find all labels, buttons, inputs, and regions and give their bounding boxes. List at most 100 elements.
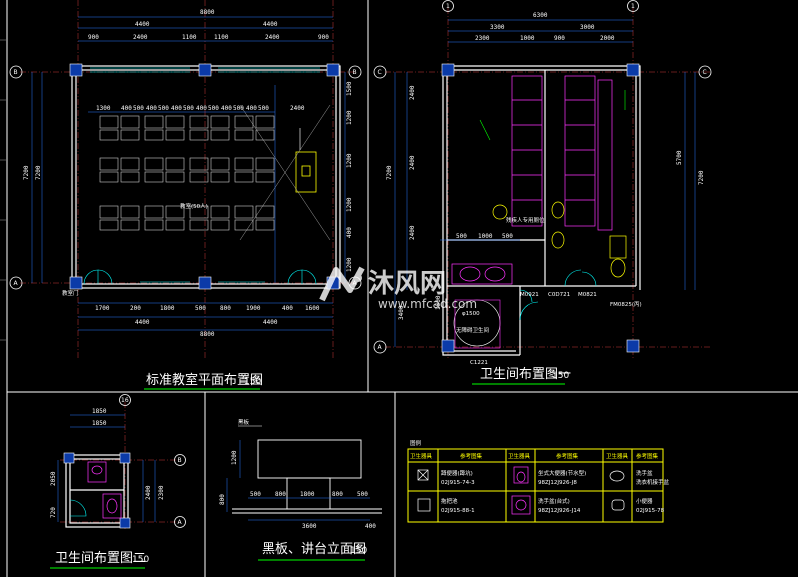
dim-total-top: 8800 (200, 9, 215, 16)
toilet1-left-3: 2400 (409, 225, 416, 240)
watermark-logo-icon (319, 266, 365, 302)
dim-row-10: 400 (221, 105, 232, 112)
dim-right-5: 400 (346, 227, 353, 238)
classroom-plan: 8800 4400 4400 900 2400 1100 1100 2400 9… (9, 0, 362, 390)
toilet2-left-dim-2: 720 (50, 507, 57, 518)
legend-symbol-sit-toilet-icon (513, 466, 529, 484)
legend-r1-c4: 98ZJ12J926-J8 (538, 480, 577, 486)
svg-text:C: C (378, 69, 382, 76)
elev-dim-4: 800 (332, 491, 343, 498)
toilet1-left-total: 7200 (386, 165, 393, 180)
dim-row-5: 500 (158, 105, 169, 112)
axis-b-toilet2: B (174, 454, 186, 466)
dim-row-8: 400 (196, 105, 207, 112)
toilet-plan-1: 1 1 C C A (373, 0, 712, 385)
blackboard-scale: 150 (350, 546, 367, 556)
dim-left-1: 7200 (23, 165, 30, 180)
blackboard-dimension-lines (226, 440, 370, 521)
elev-dim-2: 800 (275, 491, 286, 498)
axis-b-right: B (348, 65, 362, 79)
dim-desk: 2400 (290, 105, 305, 112)
frame-lines (6, 0, 798, 577)
classroom-plan-title: 标准教室平面布置图 (146, 372, 263, 388)
toilet2-door (69, 499, 87, 517)
toilet2-left-dim-1: 2050 (50, 471, 57, 486)
toilet1-left-1: 2400 (409, 85, 416, 100)
dim-detail-top-3: 1100 (182, 34, 197, 41)
legend-r1-c3: 坐式大便器(节水型) (538, 469, 586, 477)
svg-text:1: 1 (446, 3, 450, 10)
svg-text:C: C (703, 69, 707, 76)
dim-row-6: 400 (171, 105, 182, 112)
legend-symbol-washbasin-icon (609, 470, 625, 482)
dim-detail-top-6: 900 (318, 34, 329, 41)
toilet1-part-2: 3000 (580, 24, 595, 31)
dim-bottom-half-2: 4400 (263, 319, 278, 326)
svg-text:A: A (178, 519, 183, 526)
axis-16: 16 (119, 394, 131, 406)
classroom-desks (99, 115, 275, 231)
legend-header-1: 卫生器具 (410, 452, 433, 460)
accessible-turning-circle (453, 299, 501, 349)
dim-bottom-total: 8800 (200, 331, 215, 338)
svg-text:1: 1 (631, 3, 635, 10)
dim-right-2: 1200 (346, 110, 353, 125)
toilet1-bottom-left: 3400 (398, 305, 405, 320)
classroom-plan-scale: 150 (244, 377, 261, 387)
dim-right-1: 1500 (346, 81, 353, 96)
blackboard-shapes (232, 439, 382, 514)
legend-grid (407, 448, 664, 523)
watermark-url: www.mfcad.com (378, 297, 477, 311)
legend-r2-c6: 02J915-78 (636, 508, 665, 514)
lectern (239, 104, 331, 241)
blackboard-height: 1200 (231, 450, 238, 465)
toilet1-detail-3: 900 (554, 35, 565, 42)
classroom-doors (83, 269, 317, 285)
axis-1-left: 1 (442, 0, 454, 12)
toilet1-arrows (479, 90, 626, 141)
seat-label: 教室(50人) (180, 202, 208, 210)
toilet-plan-2: 16 B A (50, 394, 186, 569)
dim-left-2: 7200 (35, 165, 42, 180)
legend-symbol-counter-basin-icon (511, 495, 531, 515)
classroom-windows (90, 67, 320, 283)
axis-a-toilet2: A (174, 516, 186, 528)
axis-b-left: B (9, 65, 23, 79)
toilet-plan-1-title: 卫生间布置图一 (480, 367, 571, 382)
legend-r1-c1: 蹲便器(蹲坑) (441, 469, 473, 477)
dim-right-3: 1200 (346, 153, 353, 168)
legend-r1-c6: 洗衣机接手盆 (636, 478, 670, 486)
accessible-room-label: 无障碍卫生间 (456, 326, 489, 334)
axis-a-left: A (9, 276, 23, 290)
circle-dim-label: φ1500 (462, 311, 480, 317)
toilet1-right-1: 5700 (676, 150, 683, 165)
elev-total: 3600 (302, 523, 317, 530)
dim-half-top-1: 4400 (135, 21, 150, 28)
toilet2-top-dim-1: 1850 (92, 408, 107, 415)
elev-dim-5: 500 (357, 491, 368, 498)
desk-row-3 (99, 205, 275, 231)
dim-row-7: 500 (183, 105, 194, 112)
legend-header-2: 参考图集 (460, 452, 483, 460)
legend-r1-c5: 洗手盆 (636, 469, 653, 477)
left-margin-ticks (0, 39, 7, 341)
dim-bottom-4: 500 (195, 305, 206, 312)
toilet2-top-dim-2: 1850 (92, 420, 107, 427)
toilet2-right-dim-2: 2400 (145, 485, 152, 500)
dim-bottom-5: 800 (220, 305, 231, 312)
watermark: 沐风网 www.mfcad.com (319, 266, 477, 311)
svg-text:16: 16 (121, 397, 129, 404)
desk-row-2 (99, 157, 275, 183)
elev-side-right: 400 (365, 523, 376, 530)
axis-c-left: C (373, 65, 387, 79)
legend-header-3: 卫生器具 (508, 452, 531, 460)
watermark-brand: 沐风网 (368, 269, 446, 299)
dim-right-4: 1200 (346, 197, 353, 212)
legend-r2-c2: 02J915-88-1 (441, 508, 475, 514)
dim-detail-top-1: 900 (88, 34, 99, 41)
legend-header-6: 参考图集 (636, 452, 659, 460)
dim-detail-top-5: 2400 (265, 34, 280, 41)
toilet2-fixtures (87, 461, 122, 519)
toilet1-columns (441, 63, 640, 353)
